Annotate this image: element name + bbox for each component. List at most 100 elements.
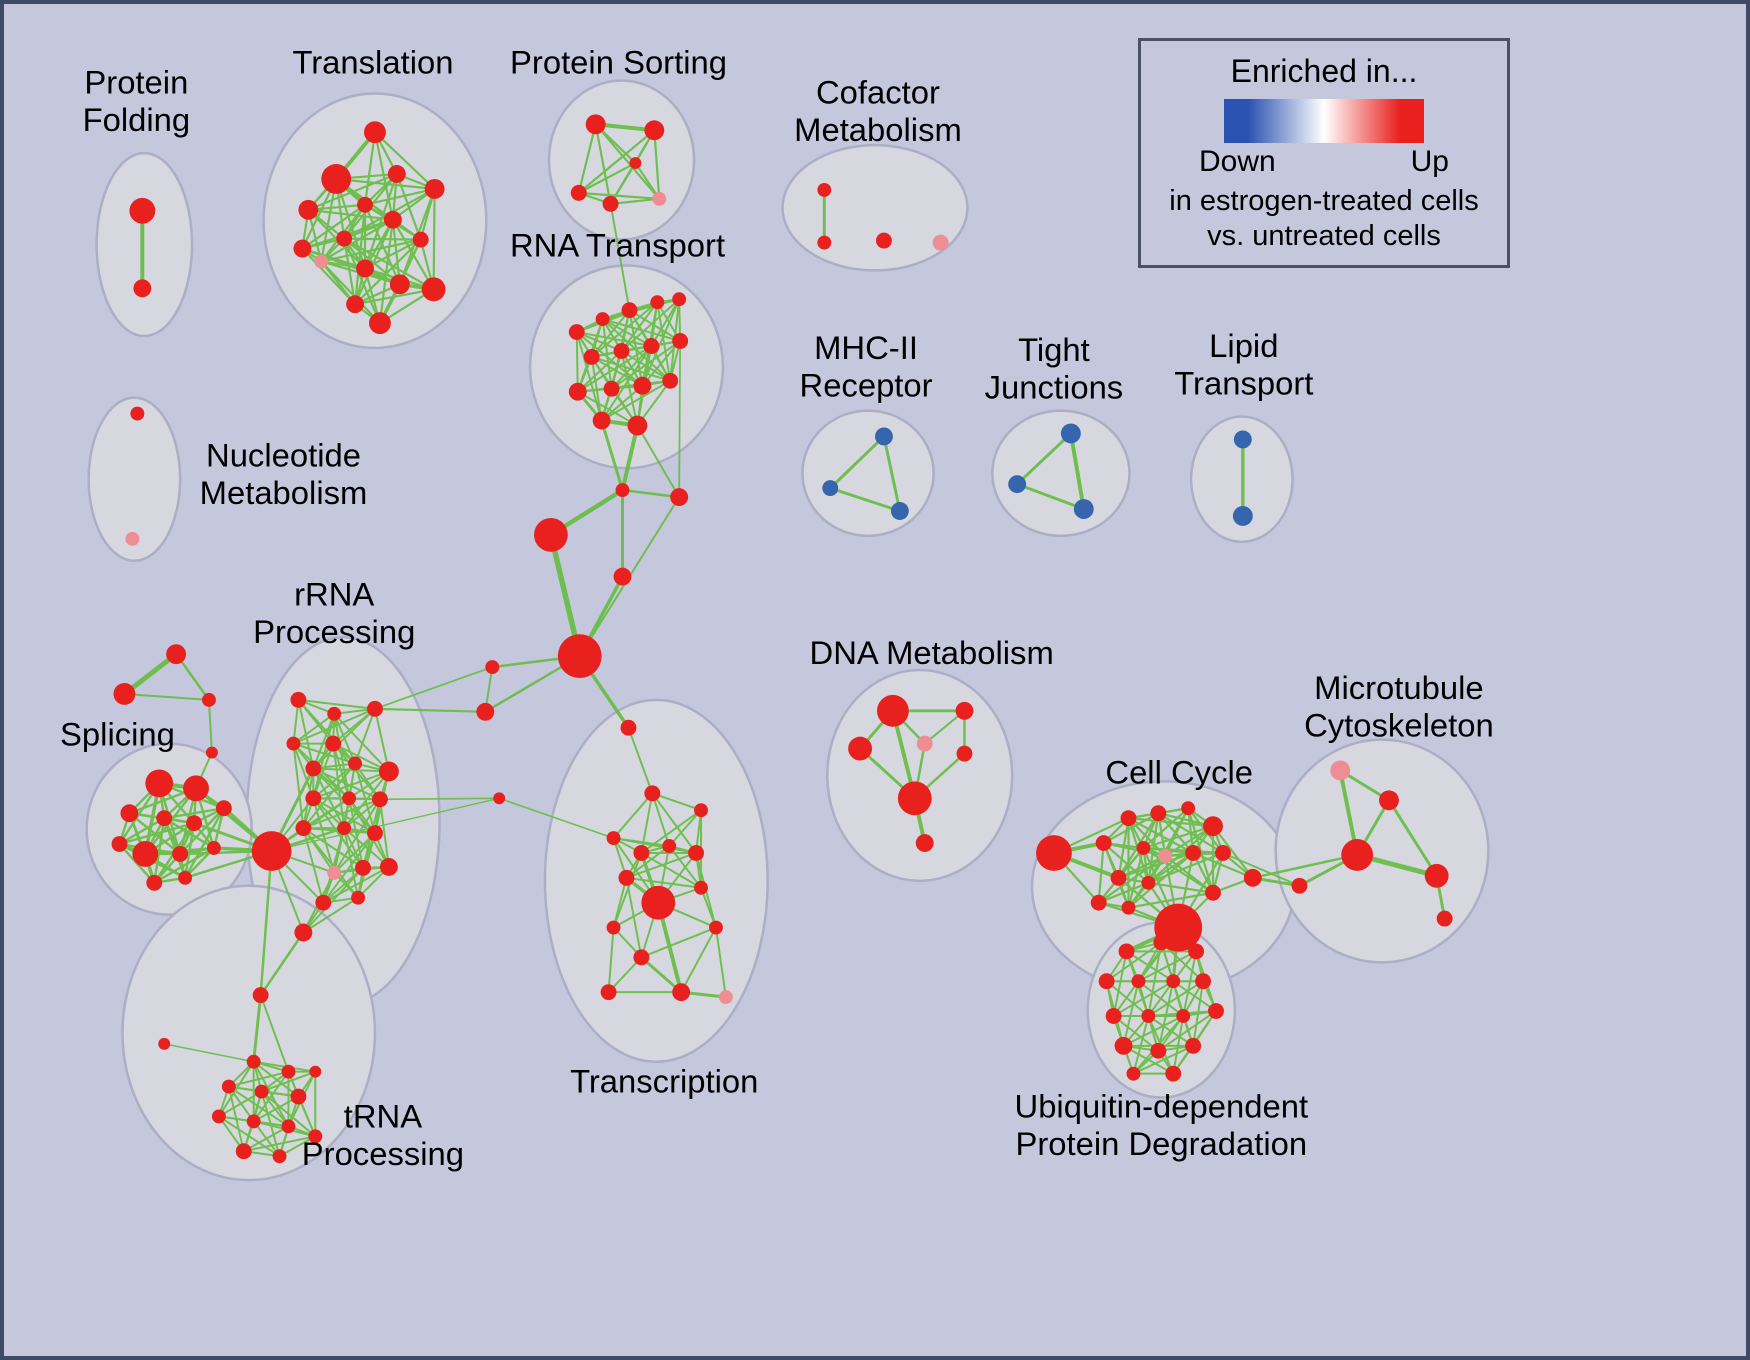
gene-set-node[interactable] xyxy=(644,120,665,141)
gene-set-node[interactable] xyxy=(356,259,374,278)
gene-set-node[interactable] xyxy=(570,184,587,201)
gene-set-node[interactable] xyxy=(355,859,371,876)
gene-set-node[interactable] xyxy=(246,1054,261,1069)
gene-set-node[interactable] xyxy=(254,1084,269,1099)
gene-set-node[interactable] xyxy=(602,195,619,212)
gene-set-node[interactable] xyxy=(916,735,933,752)
gene-set-node[interactable] xyxy=(876,694,909,727)
gene-set-node[interactable] xyxy=(672,333,689,349)
gene-set-node[interactable] xyxy=(644,785,661,802)
gene-set-node[interactable] xyxy=(348,756,363,771)
gene-set-node[interactable] xyxy=(688,845,705,861)
gene-set-node[interactable] xyxy=(412,231,429,248)
gene-set-node[interactable] xyxy=(146,874,163,891)
gene-set-node[interactable] xyxy=(120,804,139,823)
gene-set-node[interactable] xyxy=(113,682,136,705)
gene-set-node[interactable] xyxy=(1205,884,1221,901)
gene-set-node[interactable] xyxy=(606,920,621,935)
gene-set-node[interactable] xyxy=(1214,845,1231,861)
gene-set-node[interactable] xyxy=(629,157,642,170)
gene-set-node[interactable] xyxy=(378,761,399,782)
gene-set-node[interactable] xyxy=(156,810,173,827)
gene-set-node[interactable] xyxy=(1036,835,1072,871)
gene-set-node[interactable] xyxy=(606,831,621,846)
gene-set-node[interactable] xyxy=(613,342,630,359)
gene-set-node[interactable] xyxy=(1060,423,1081,444)
gene-set-node[interactable] xyxy=(235,1143,252,1160)
gene-set-node[interactable] xyxy=(1118,943,1135,960)
gene-set-node[interactable] xyxy=(132,841,159,867)
gene-set-node[interactable] xyxy=(206,841,221,855)
gene-set-node[interactable] xyxy=(1330,760,1351,781)
gene-set-node[interactable] xyxy=(379,857,398,876)
gene-set-node[interactable] xyxy=(286,736,301,751)
gene-set-node[interactable] xyxy=(633,376,652,395)
gene-set-node[interactable] xyxy=(708,920,723,935)
gene-set-node[interactable] xyxy=(650,295,665,310)
gene-set-node[interactable] xyxy=(315,894,332,911)
gene-set-node[interactable] xyxy=(145,769,174,798)
gene-set-node[interactable] xyxy=(166,644,187,665)
gene-set-node[interactable] xyxy=(662,372,679,389)
gene-set-node[interactable] xyxy=(615,483,630,498)
gene-set-node[interactable] xyxy=(1114,1036,1133,1055)
gene-set-node[interactable] xyxy=(342,791,357,806)
gene-set-node[interactable] xyxy=(293,239,312,258)
gene-set-node[interactable] xyxy=(1195,973,1212,990)
gene-set-node[interactable] xyxy=(817,182,832,197)
gene-set-node[interactable] xyxy=(618,869,635,886)
gene-set-node[interactable] xyxy=(389,274,410,295)
gene-set-node[interactable] xyxy=(1208,1003,1224,1019)
gene-set-node[interactable] xyxy=(1436,910,1453,927)
gene-set-node[interactable] xyxy=(1098,973,1115,990)
gene-set-node[interactable] xyxy=(298,199,319,220)
gene-set-node[interactable] xyxy=(1166,974,1181,989)
gene-set-node[interactable] xyxy=(183,775,209,802)
gene-set-node[interactable] xyxy=(357,196,373,213)
gene-set-node[interactable] xyxy=(652,191,667,206)
gene-set-node[interactable] xyxy=(1158,849,1173,863)
gene-set-node[interactable] xyxy=(387,165,406,183)
gene-set-node[interactable] xyxy=(325,735,342,752)
gene-set-node[interactable] xyxy=(1073,499,1094,519)
gene-set-node[interactable] xyxy=(897,781,932,816)
gene-set-node[interactable] xyxy=(367,700,383,717)
gene-set-node[interactable] xyxy=(694,803,708,818)
gene-set-node[interactable] xyxy=(290,691,307,708)
gene-set-node[interactable] xyxy=(252,987,269,1004)
gene-set-node[interactable] xyxy=(281,1064,296,1079)
gene-set-node[interactable] xyxy=(875,427,893,446)
gene-set-node[interactable] xyxy=(221,1079,236,1094)
gene-set-node[interactable] xyxy=(493,792,506,805)
gene-set-node[interactable] xyxy=(1095,835,1112,851)
gene-set-node[interactable] xyxy=(294,923,313,942)
gene-set-node[interactable] xyxy=(1165,1065,1182,1082)
gene-set-node[interactable] xyxy=(1121,900,1136,915)
gene-set-node[interactable] xyxy=(346,295,365,314)
gene-set-node[interactable] xyxy=(1141,875,1156,890)
gene-set-node[interactable] xyxy=(1110,869,1127,886)
gene-set-node[interactable] xyxy=(251,831,292,871)
gene-set-node[interactable] xyxy=(633,949,650,966)
gene-set-node[interactable] xyxy=(130,406,145,421)
gene-set-node[interactable] xyxy=(125,531,140,546)
gene-set-node[interactable] xyxy=(281,1119,296,1134)
gene-set-node[interactable] xyxy=(1008,475,1027,494)
gene-set-node[interactable] xyxy=(186,815,202,832)
gene-set-node[interactable] xyxy=(371,791,388,808)
gene-set-node[interactable] xyxy=(1243,868,1262,887)
gene-set-node[interactable] xyxy=(600,984,617,1001)
gene-set-node[interactable] xyxy=(1150,1042,1167,1059)
gene-set-node[interactable] xyxy=(295,820,312,837)
gene-set-node[interactable] xyxy=(817,235,832,250)
gene-set-node[interactable] xyxy=(129,197,156,224)
gene-set-node[interactable] xyxy=(272,1149,287,1164)
gene-set-node[interactable] xyxy=(718,990,733,1005)
gene-set-node[interactable] xyxy=(314,254,329,269)
gene-set-node[interactable] xyxy=(627,415,648,436)
gene-set-node[interactable] xyxy=(1185,1037,1202,1054)
gene-set-node[interactable] xyxy=(246,1114,261,1129)
gene-set-node[interactable] xyxy=(1203,816,1223,837)
gene-set-node[interactable] xyxy=(201,692,216,707)
gene-set-node[interactable] xyxy=(383,210,402,229)
